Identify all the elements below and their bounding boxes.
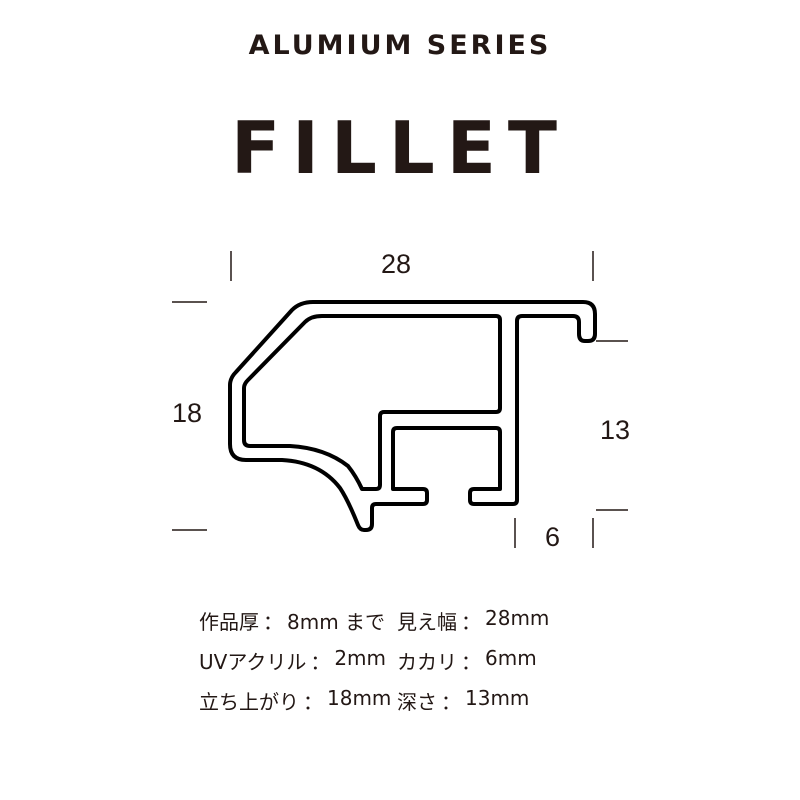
spec-value: 6mm [485, 645, 537, 670]
spec-table: 作品厚 ： 8mm まで 見え幅 ： 28mm UVアクリル ： 2mm カカリ… [199, 600, 549, 720]
spec-separator: ： [310, 649, 331, 674]
spec-item-depth: 深さ ： 13mm [397, 686, 529, 715]
spec-item-rebate: カカリ ： 6mm [397, 646, 537, 675]
spec-label: UVアクリル [199, 649, 307, 674]
spec-value: 18mm [327, 685, 392, 710]
spec-value: 13mm [465, 685, 530, 710]
spec-label: 深さ [397, 689, 437, 714]
spec-separator: ： [461, 609, 481, 634]
spec-value: 2mm [334, 645, 387, 670]
spec-value: 28mm [485, 605, 550, 630]
product-name: FILLET [230, 106, 570, 190]
spec-label: 見え幅 [397, 609, 457, 634]
series-title: ALUMIUM SERIES [248, 30, 552, 61]
spec-row: UVアクリル ： 2mm カカリ ： 6mm [199, 640, 549, 680]
spec-separator: ： [303, 689, 323, 714]
spec-label: 立ち上がり [199, 689, 299, 714]
spec-row: 立ち上がり ： 18mm 深さ ： 13mm [199, 680, 549, 720]
spec-item-uv-acrylic: UVアクリル ： 2mm [199, 646, 397, 675]
spec-item-height: 立ち上がり ： 18mm [199, 686, 397, 715]
dim-height-label: 18 [172, 398, 203, 428]
spec-label: カカリ [397, 649, 457, 674]
spec-separator: ： [441, 689, 461, 714]
profile-outer-contour [228, 300, 597, 532]
profile-inner-contour [242, 314, 502, 491]
dim-rebate-label: 6 [545, 522, 561, 552]
spec-value: 8mm まで [287, 609, 386, 634]
spec-label: 作品厚 [199, 609, 259, 634]
dim-width-label: 28 [381, 249, 412, 279]
spec-item-visible-width: 見え幅 ： 28mm [397, 606, 549, 635]
spec-separator: ： [461, 649, 481, 674]
spec-separator: ： [263, 609, 283, 634]
dim-depth-label: 13 [600, 415, 631, 445]
spec-row: 作品厚 ： 8mm まで 見え幅 ： 28mm [199, 600, 549, 640]
spec-item-thickness: 作品厚 ： 8mm まで [199, 606, 397, 635]
